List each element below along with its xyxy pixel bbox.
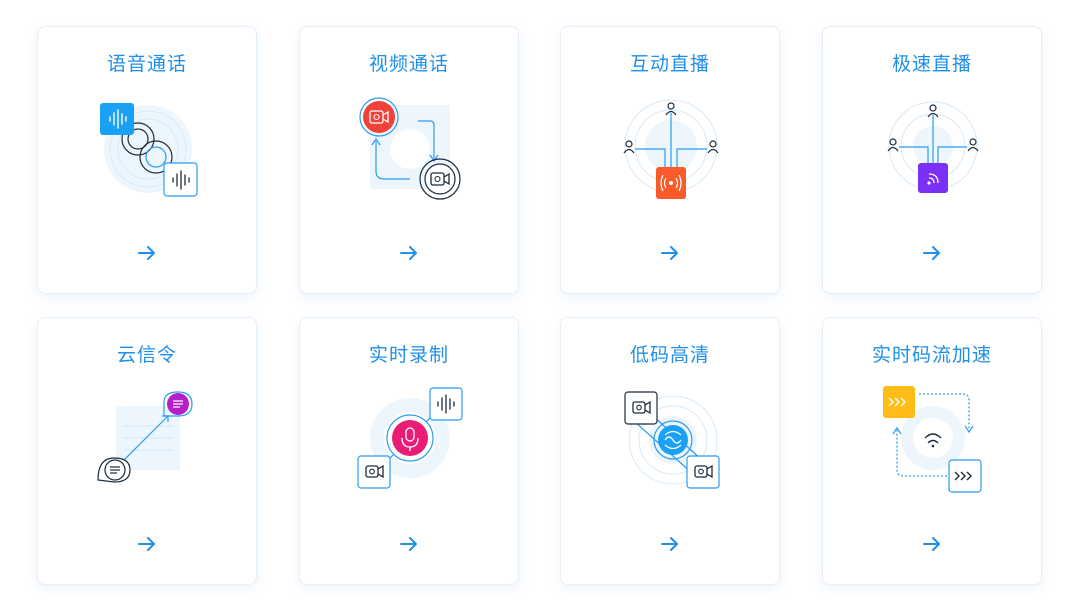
arrow-right-icon[interactable] xyxy=(135,243,159,263)
card-title: 低码高清 xyxy=(629,344,710,366)
card-video-call[interactable]: 视频通话 xyxy=(299,26,519,294)
interactive-live-illustration xyxy=(591,91,751,211)
stream-acceleration-illustration xyxy=(853,382,1013,502)
video-call-illustration xyxy=(330,91,490,211)
arrow-right-icon[interactable] xyxy=(658,243,682,263)
card-interactive-live[interactable]: 互动直播 xyxy=(560,26,780,294)
arrow-right-icon[interactable] xyxy=(920,534,944,554)
card-title: 实时码流加速 xyxy=(871,344,992,366)
card-stream-acceleration[interactable]: 实时码流加速 xyxy=(822,317,1042,585)
card-voice-call[interactable]: 语音通话 xyxy=(37,26,257,294)
card-title: 实时录制 xyxy=(368,344,449,366)
card-title: 极速直播 xyxy=(891,53,972,75)
arrow-right-icon[interactable] xyxy=(658,534,682,554)
realtime-recording-illustration xyxy=(330,382,490,502)
fast-live-illustration xyxy=(853,91,1013,211)
card-title: 视频通话 xyxy=(368,53,449,75)
card-low-bitrate-hd[interactable]: 低码高清 xyxy=(560,317,780,585)
arrow-right-icon[interactable] xyxy=(920,243,944,263)
card-title: 云信令 xyxy=(116,344,177,366)
arrow-right-icon[interactable] xyxy=(135,534,159,554)
card-fast-live[interactable]: 极速直播 xyxy=(822,26,1042,294)
card-title: 语音通话 xyxy=(106,53,187,75)
cloud-signaling-illustration xyxy=(68,382,228,502)
arrow-right-icon[interactable] xyxy=(397,243,421,263)
low-bitrate-hd-illustration xyxy=(591,382,751,502)
card-realtime-recording[interactable]: 实时录制 xyxy=(299,317,519,585)
card-title: 互动直播 xyxy=(629,53,710,75)
voice-call-illustration xyxy=(68,91,228,211)
card-cloud-signaling[interactable]: 云信令 xyxy=(37,317,257,585)
arrow-right-icon[interactable] xyxy=(397,534,421,554)
